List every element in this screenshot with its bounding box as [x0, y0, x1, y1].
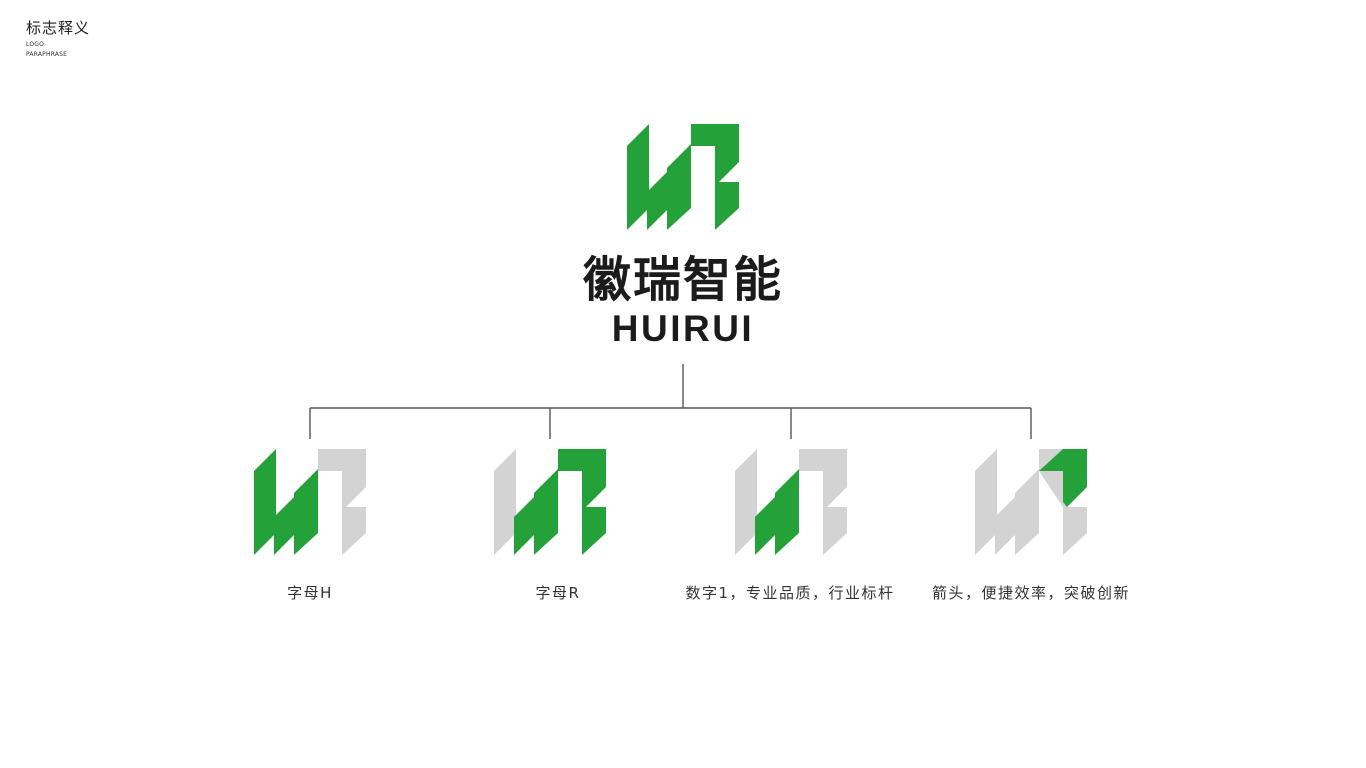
page-title: 标志释义 [26, 19, 91, 37]
variant-logo-r [494, 449, 606, 555]
variant-caption-h: 字母H [287, 584, 333, 602]
brand-name-en: HUIRUI [611, 308, 755, 349]
variant-caption-arrow: 箭头，便捷效率，突破创新 [931, 584, 1130, 602]
variant-caption-r: 字母R [535, 584, 581, 602]
variant-caption-one: 数字1，专业品质，行业标杆 [685, 584, 895, 602]
logo-top-bar [691, 124, 739, 182]
page-subtitle-logo: LOGO [26, 41, 45, 48]
variant-logo-arrow [975, 449, 1087, 555]
page-subtitle-paraphrase: PARAPHRASE [26, 51, 68, 58]
brand-name-cn: 徽瑞智能 [582, 252, 783, 308]
page-header: 标志释义 LOGO PARAPHRASE [26, 18, 90, 58]
logo-left-stem [627, 124, 649, 230]
main-logo-mark [627, 124, 739, 230]
variant-logo-one [735, 449, 847, 555]
logo-middle-stroke [647, 170, 669, 230]
logo-right-leg [715, 182, 739, 230]
variant-logo-h [254, 449, 366, 555]
logo-center-stem [667, 144, 691, 230]
